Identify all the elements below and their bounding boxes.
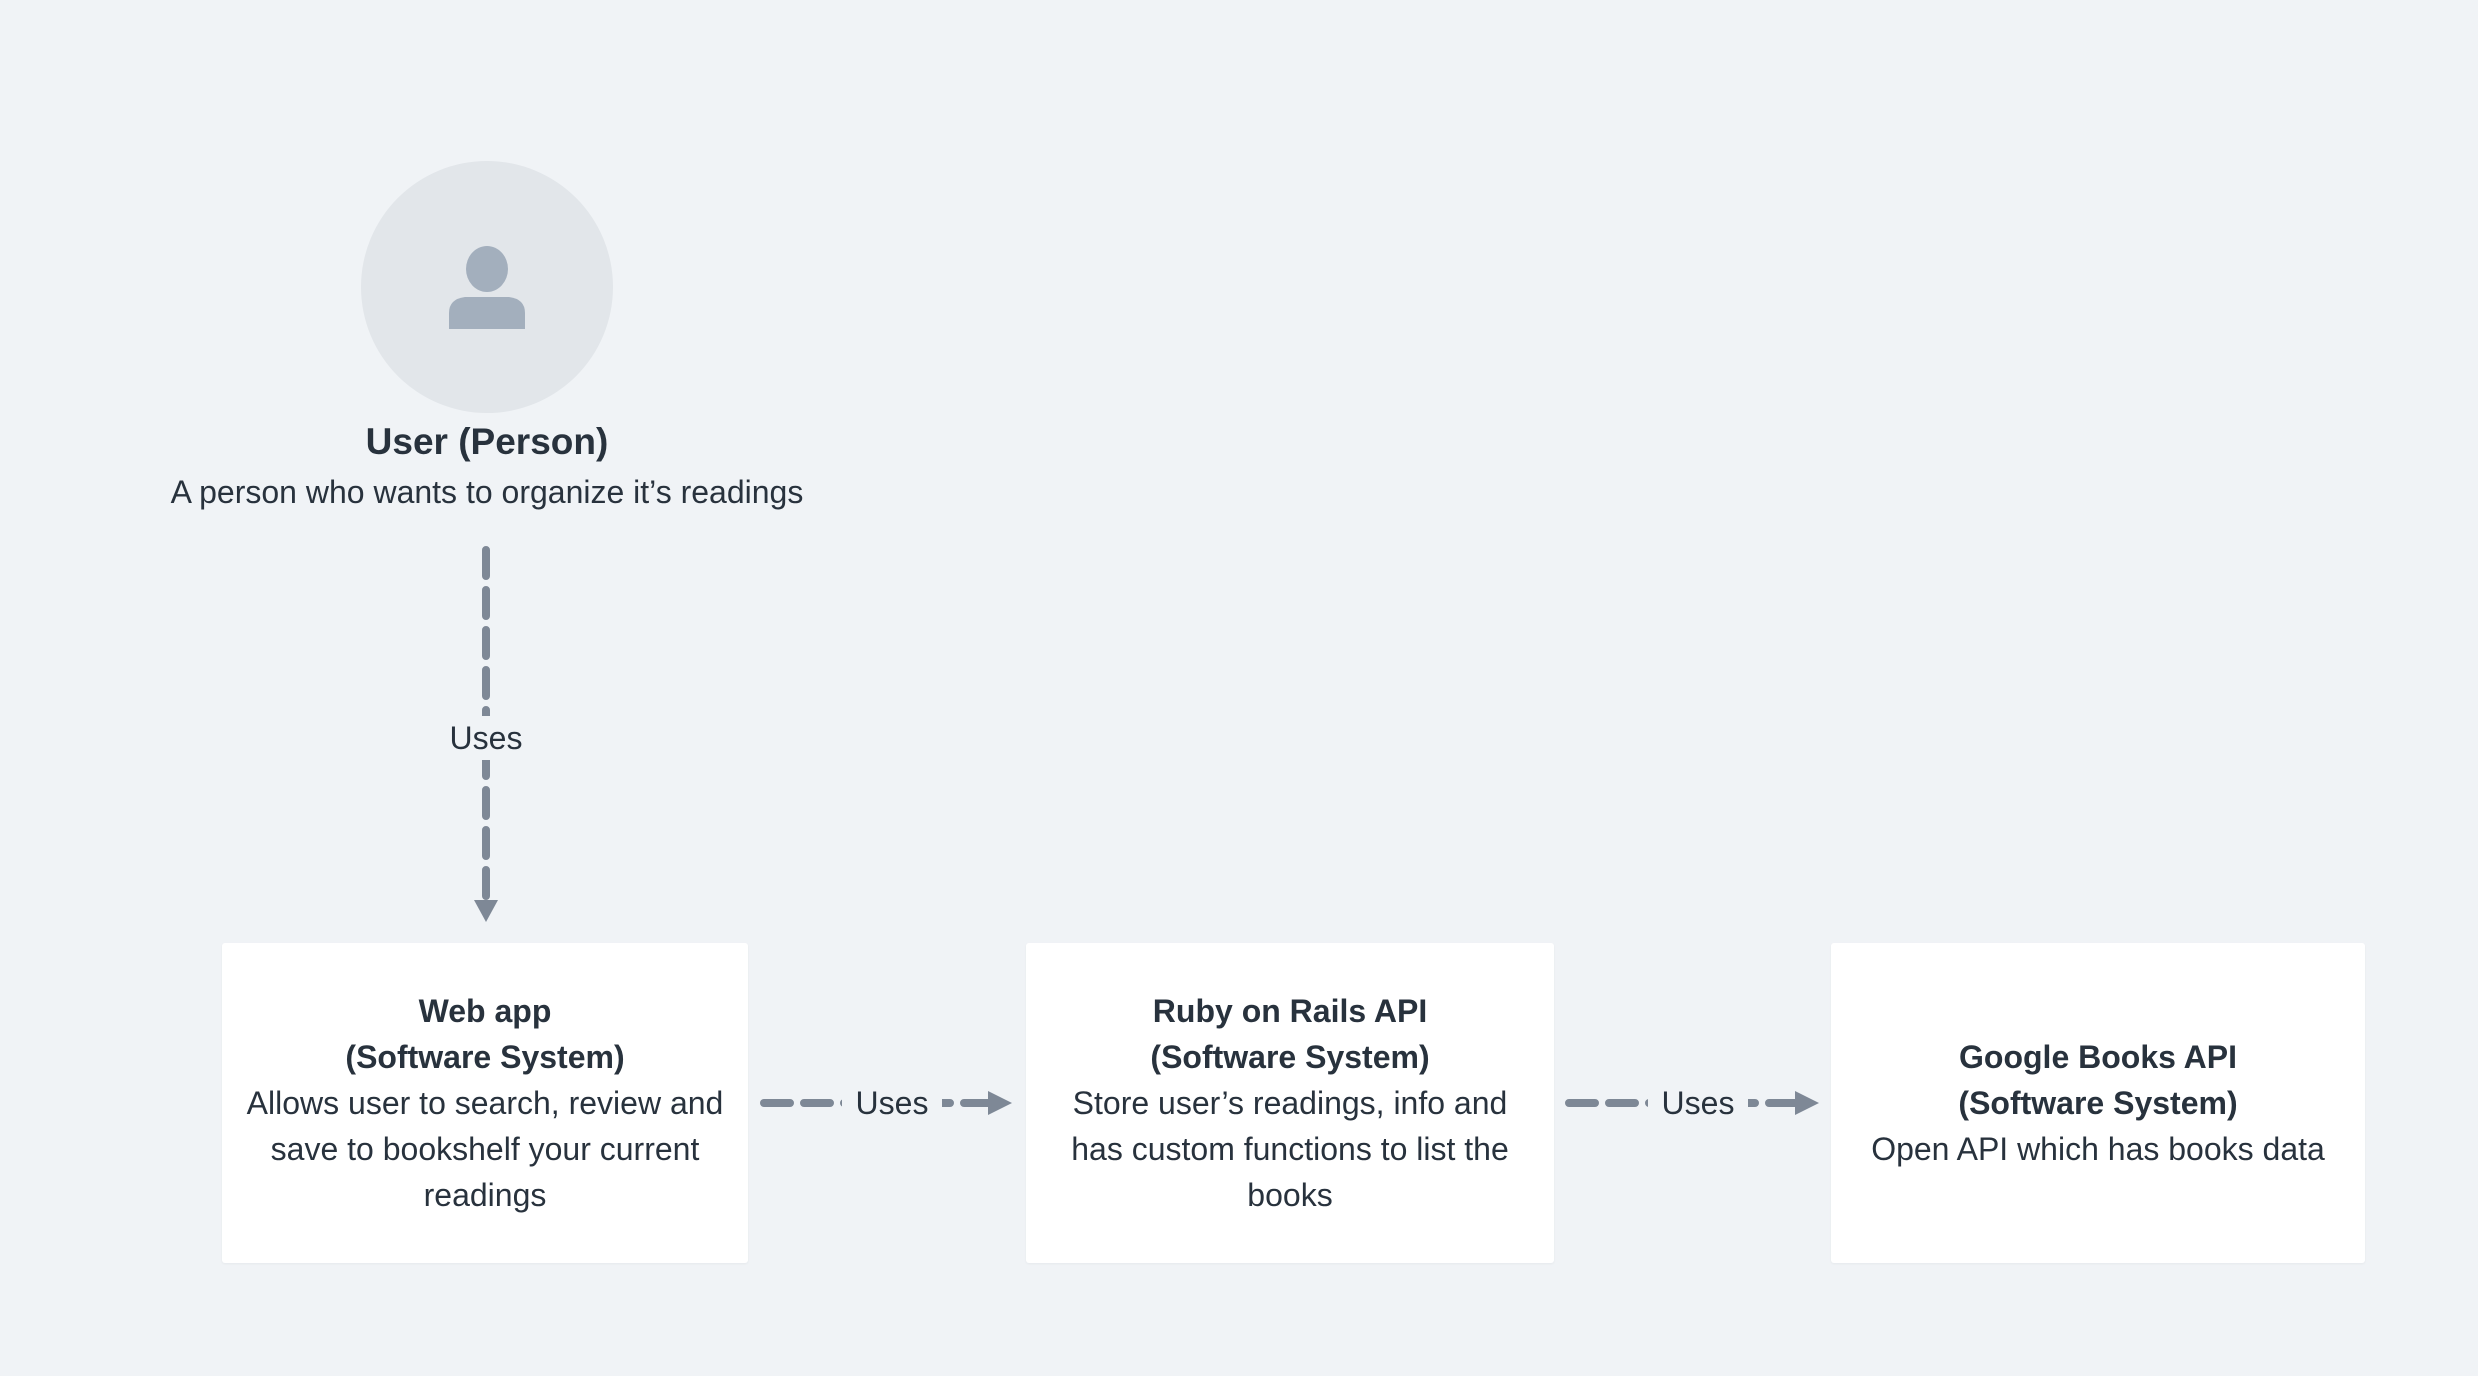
- rails-api-type: (Software System): [1150, 1039, 1430, 1075]
- google-books-api-box: Google Books API (Software System) Open …: [1831, 943, 2365, 1263]
- web-app-box: Web app (Software System) Allows user to…: [222, 943, 748, 1263]
- person-description: A person who wants to organize it’s read…: [170, 474, 804, 510]
- web-app-type: (Software System): [345, 1039, 625, 1075]
- relation-label-rails-google: Uses: [1648, 1081, 1748, 1125]
- rails-api-title: Ruby on Rails API: [1152, 993, 1428, 1029]
- user-to-webapp-arrowhead: [474, 900, 498, 922]
- webapp-to-rails-arrowhead: [988, 1091, 1012, 1115]
- person-icon: [449, 246, 525, 329]
- rails-api-box: Ruby on Rails API (Software System) Stor…: [1026, 943, 1554, 1263]
- person-avatar: [361, 161, 613, 413]
- google-books-api-title: Google Books API: [1959, 1039, 2237, 1075]
- relation-label-user-webapp: Uses: [436, 716, 536, 760]
- google-books-api-description: Open API which has books data: [1871, 1131, 2325, 1167]
- relation-label-webapp-rails: Uses: [842, 1081, 942, 1125]
- google-books-api-type: (Software System): [1958, 1085, 2238, 1121]
- person-title: User (Person): [365, 421, 609, 462]
- rails-api-description: Store user’s readings, info and has cust…: [1071, 1085, 1509, 1213]
- web-app-title: Web app: [418, 993, 552, 1029]
- rails-to-google-arrowhead: [1795, 1091, 1819, 1115]
- web-app-description: Allows user to search, review and save t…: [246, 1085, 724, 1213]
